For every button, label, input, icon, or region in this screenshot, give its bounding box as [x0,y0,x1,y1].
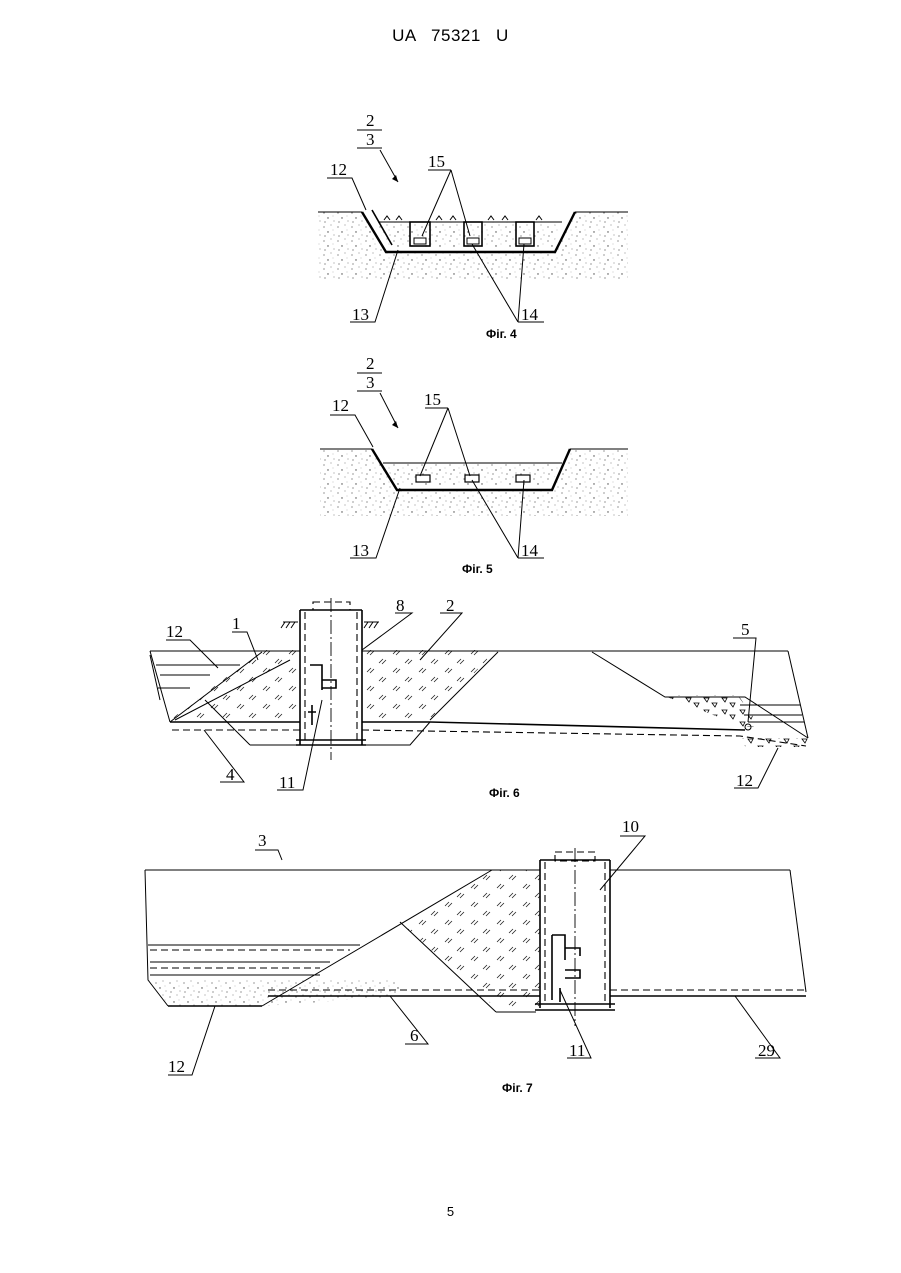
right-boundary [790,870,806,992]
fig6-label-5: 5 [741,620,750,639]
pipe-top [170,722,745,730]
fig6-label-4: 4 [226,765,235,784]
grass-tufts [384,216,542,220]
fig6-label-2: 2 [446,596,455,615]
fig7-label-6: 6 [410,1026,419,1045]
fig7-label-10: 10 [622,817,639,836]
fill-zone-2 [362,650,496,720]
figure-5 [320,373,628,558]
fig6-label-11: 11 [279,773,295,792]
sand-layer [148,980,400,1006]
page-number: 5 [0,1204,901,1219]
fig4-label-14: 14 [521,305,539,324]
fig5-label-2: 2 [366,354,375,373]
fig7-label-11: 11 [569,1041,585,1060]
fig7-caption: Фіг. 7 [502,1081,533,1095]
water-lines-dashed [150,950,350,968]
fig5-label-12: 12 [332,396,349,415]
fig6-label-12b: 12 [736,771,753,790]
fig5-label-15: 15 [424,390,441,409]
figure-4 [318,130,628,322]
gate-mechanism [552,935,580,1002]
fig4-label-15: 15 [428,152,445,171]
pipe-1 [414,238,426,244]
gravel-zone-2 [736,738,808,747]
fig6-caption: Фіг. 6 [489,786,520,800]
figure-6 [150,598,808,790]
fill-zone-1 [170,650,300,720]
fig7-label-3: 3 [258,831,267,850]
pipe-dashed [172,730,806,746]
left-boundary [150,651,170,722]
fig6-label-12a: 12 [166,622,183,641]
well-cap [313,602,350,610]
fig5-label-3: 3 [366,373,375,392]
fig4-caption: Фіг. 4 [486,327,517,341]
fill-layer [372,222,560,248]
gate-mechanism [308,665,336,725]
fig4-label-13: 13 [352,305,369,324]
pipe-3 [519,238,531,244]
fig5-caption: Фіг. 5 [462,562,493,576]
fig6-label-1: 1 [232,614,241,633]
fig4-label-3: 3 [366,130,375,149]
ground-hatch-left [281,622,298,628]
fig5-label-14: 14 [521,541,539,560]
fig5-label-13: 13 [352,541,369,560]
fig7-label-12: 12 [168,1057,185,1076]
fig4-label-2: 2 [366,111,375,130]
figure-7 [145,836,806,1075]
ground-hatch-right [364,622,379,628]
right-boundary [788,651,808,738]
gravel-zone-1 [662,695,760,727]
pipe-bottom [250,722,430,745]
fig7-label-29: 29 [758,1041,775,1060]
pipe-1 [416,475,430,482]
pipe-2 [467,238,479,244]
fig4-label-12: 12 [330,160,347,179]
pipe-3 [516,475,530,482]
fig6-label-8: 8 [396,596,405,615]
